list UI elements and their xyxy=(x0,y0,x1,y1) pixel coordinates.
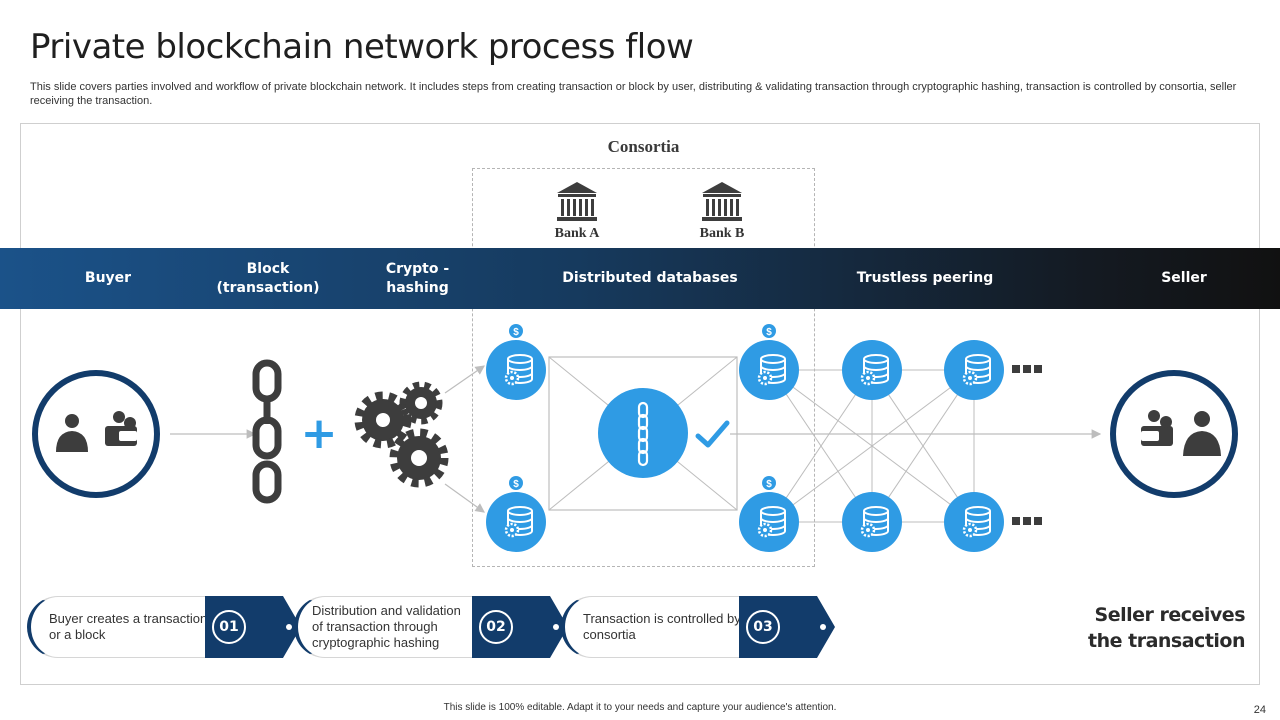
peer-node xyxy=(944,492,1004,552)
step-03-number: 03 xyxy=(746,610,780,644)
step-01-text: Buyer creates a transaction or a block xyxy=(49,611,208,642)
diagram-frame xyxy=(20,123,1260,685)
dollar-coin-icon: $ xyxy=(509,476,523,490)
dollar-symbol: $ xyxy=(766,327,772,338)
dollar-symbol: $ xyxy=(766,479,772,490)
more-nodes-icon xyxy=(1012,365,1042,373)
step-pill xyxy=(294,596,484,658)
chain-icon xyxy=(252,359,282,504)
check-icon xyxy=(695,420,730,448)
database-node xyxy=(486,492,546,552)
seller-node xyxy=(1110,370,1238,498)
seller-receives-line1: Seller receives xyxy=(1094,604,1246,626)
stage-band xyxy=(0,248,1280,309)
chain-validation-node xyxy=(598,388,688,478)
dollar-coin-icon: $ xyxy=(762,324,776,338)
bank-b-label: Bank B xyxy=(699,226,745,241)
footer-note: This slide is 100% editable. Adapt it to… xyxy=(443,702,837,713)
stage-distributed-databases: Distributed databases xyxy=(562,270,738,286)
step-pill xyxy=(27,596,217,658)
peer-node xyxy=(944,340,1004,400)
dollar-coin-icon xyxy=(1148,410,1172,428)
database-node xyxy=(739,340,799,400)
peer-node xyxy=(842,340,902,400)
peer-node xyxy=(842,492,902,552)
dollar-coin-icon xyxy=(113,411,136,429)
buyer-icon xyxy=(56,414,137,452)
consortia-boundary xyxy=(472,168,815,567)
slide-title: Private blockchain network process flow xyxy=(30,27,694,67)
stage-trustless-peering: Trustless peering xyxy=(856,270,994,286)
bank-a: Bank A xyxy=(537,180,617,242)
step-02-text: Distribution and validation of transacti… xyxy=(312,603,461,650)
database-node xyxy=(486,340,546,400)
step-01-number: 01 xyxy=(212,610,246,644)
seller-receives-line2: the transaction xyxy=(1088,630,1245,652)
step-02-number: 02 xyxy=(479,610,513,644)
flow-arrow xyxy=(444,365,485,394)
dollar-coin-icon: $ xyxy=(762,476,776,490)
bank-a-label: Bank A xyxy=(554,226,600,241)
consortia-label: Consortia xyxy=(607,137,680,156)
more-nodes-icon xyxy=(1012,517,1042,525)
flow-arrow xyxy=(444,483,485,513)
step-03-text: Transaction is controlled by consortia xyxy=(583,611,741,642)
seller-receives-caption: Seller receives the transaction xyxy=(1088,602,1245,654)
slide-subtitle: This slide covers parties involved and w… xyxy=(30,81,1237,107)
stage-block: Block (transaction) xyxy=(216,260,320,296)
page-number: 24 xyxy=(1253,704,1266,716)
seller-icon xyxy=(1141,411,1221,456)
bank-b: Bank B xyxy=(682,180,762,242)
dollar-coin-icon: $ xyxy=(509,324,523,338)
stage-seller: Seller xyxy=(1161,270,1207,286)
plus-icon: + xyxy=(301,408,338,459)
bank-icon xyxy=(557,182,597,221)
stage-buyer: Buyer xyxy=(84,270,132,286)
dollar-symbol: $ xyxy=(513,479,519,490)
buyer-node xyxy=(32,370,160,498)
database-node xyxy=(739,492,799,552)
bank-icon xyxy=(702,182,742,221)
dollar-symbol: $ xyxy=(513,327,519,338)
step-pill xyxy=(561,596,751,658)
stage-crypto-hashing: Crypto - hashing xyxy=(385,260,450,296)
gears-icon xyxy=(354,381,449,488)
